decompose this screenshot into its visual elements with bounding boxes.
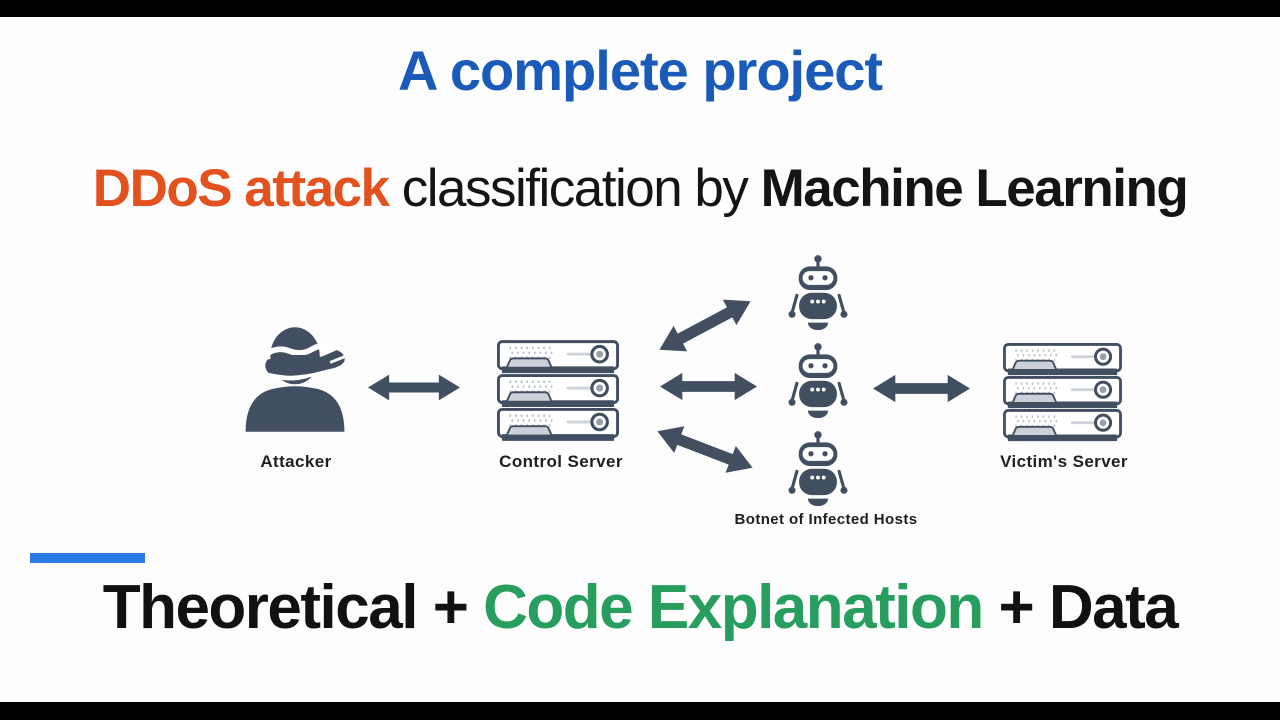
double-headed-arrow-icon bbox=[660, 372, 757, 401]
robot-icon bbox=[787, 430, 849, 508]
double-headed-arrow-icon bbox=[652, 417, 758, 482]
main-heading: DDoS attack classification by Machine Le… bbox=[0, 158, 1280, 219]
tagline-segment-data: + Data bbox=[982, 573, 1178, 642]
victim-server-icon bbox=[1003, 343, 1122, 443]
heading-segment-ml: Machine Learning bbox=[760, 159, 1189, 218]
node-label-botnet: Botnet of Infected Hosts bbox=[734, 511, 918, 528]
robot-icon bbox=[787, 342, 849, 420]
robot-icon bbox=[787, 254, 849, 332]
tagline-segment-code-explanation: Code Explanation bbox=[483, 573, 984, 642]
footer-tagline: Theoretical + Code Explanation + Data bbox=[0, 572, 1280, 643]
node-label-control-server: Control Server bbox=[499, 452, 623, 471]
double-headed-arrow-icon bbox=[652, 288, 758, 363]
control-server-icon bbox=[497, 340, 619, 443]
letterbox-top bbox=[0, 0, 1280, 17]
attacker-icon bbox=[238, 325, 352, 436]
double-headed-arrow-icon bbox=[368, 374, 460, 401]
heading-segment-ddos: DDoS attack bbox=[92, 159, 402, 218]
letterbox-bottom bbox=[0, 702, 1280, 720]
page-title: A complete project bbox=[397, 39, 883, 102]
double-headed-arrow-icon bbox=[873, 374, 970, 403]
blue-divider-bar bbox=[30, 553, 145, 563]
node-label-victim-server: Victim's Server bbox=[1000, 452, 1128, 471]
heading-segment-classification: classification by bbox=[401, 159, 761, 218]
node-label-attacker: Attacker bbox=[260, 452, 332, 471]
tagline-segment-theoretical: Theoretical + bbox=[102, 573, 484, 642]
